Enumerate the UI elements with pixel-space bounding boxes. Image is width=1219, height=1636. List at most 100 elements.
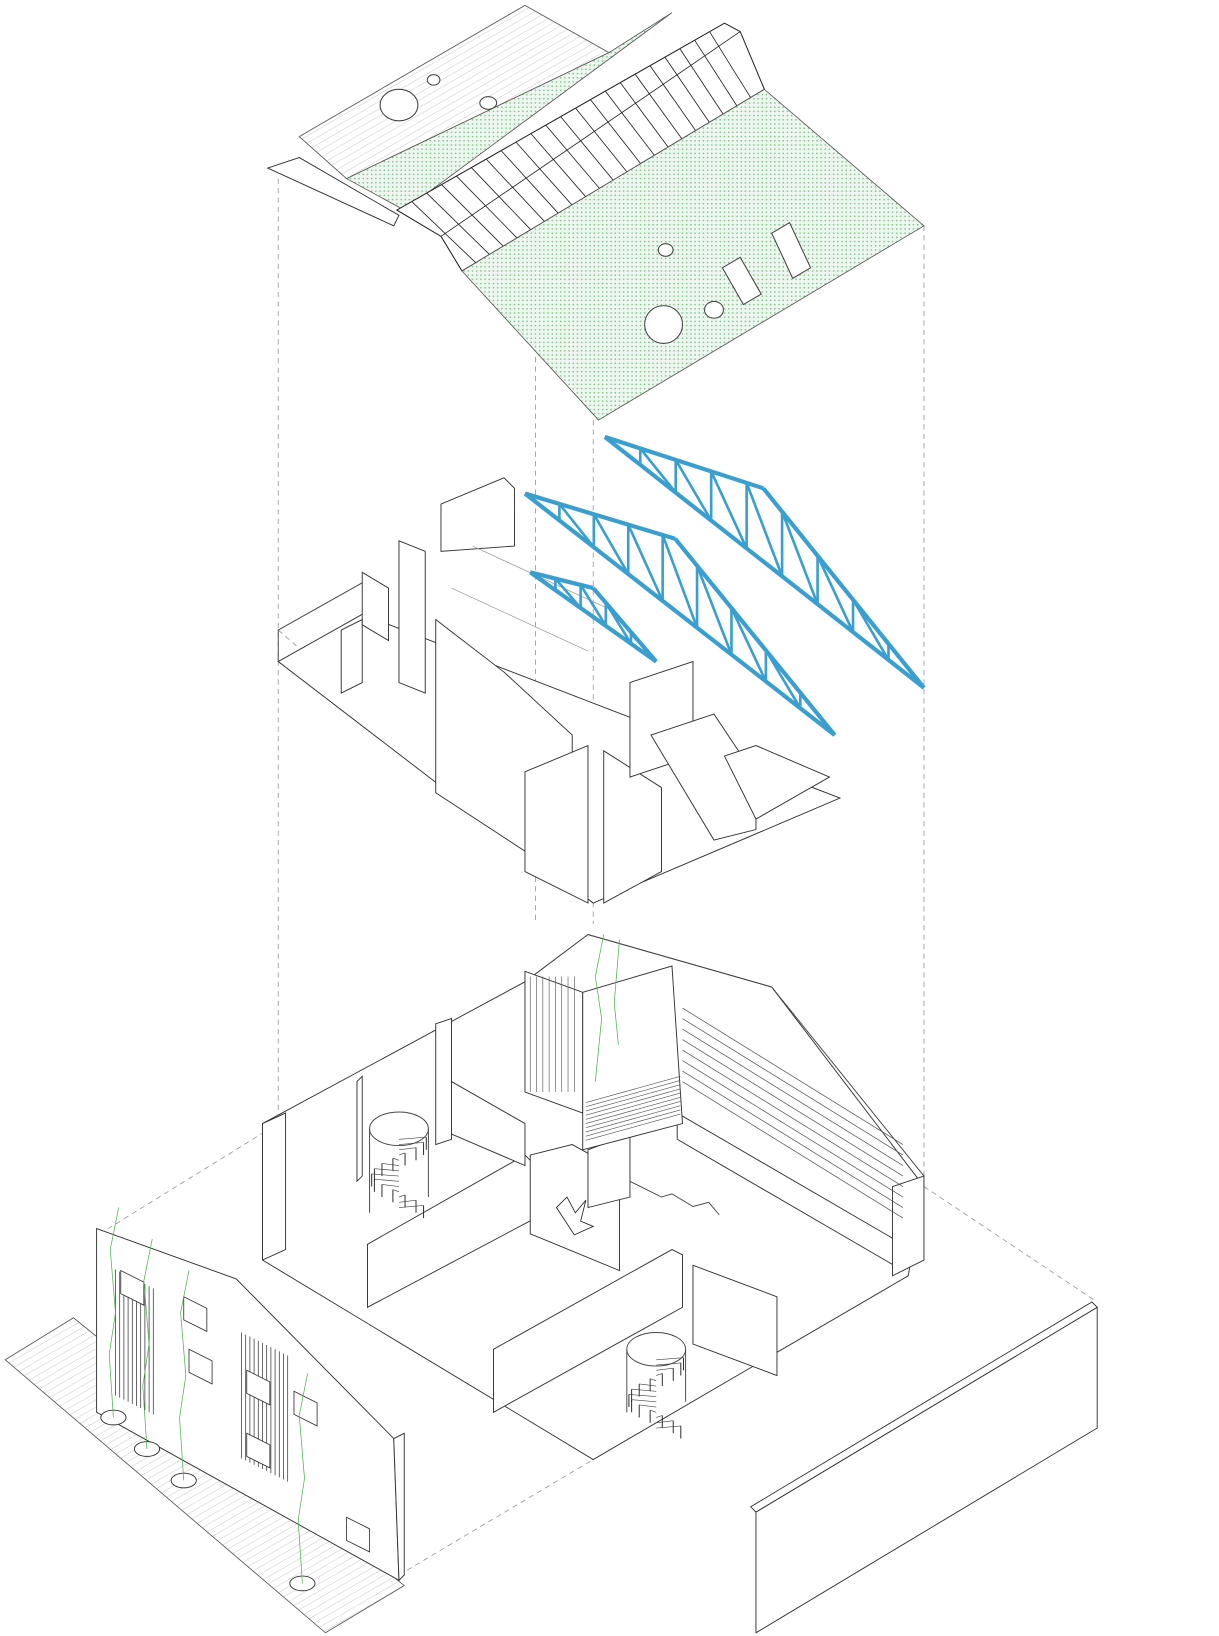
truss-diagonal [745,482,784,577]
green-roof-front [461,88,925,421]
shelf [682,1070,904,1208]
shelf [682,1049,904,1187]
skylight-rib [426,192,490,255]
tree-planters [100,1207,316,1592]
artwork [555,1196,595,1236]
stair-tread [656,1415,663,1418]
skylight-rib [456,175,518,239]
stair-tread [639,1383,657,1387]
stair-tread [650,1378,657,1382]
stair-tread [656,1367,674,1371]
truss-diagonal [558,503,595,549]
stair-flight [629,1180,720,1216]
roof-light-small [703,300,724,319]
wall [361,571,389,642]
wall [524,744,589,904]
upper-floor-layer [277,477,842,904]
truss-diagonal [730,607,768,682]
skylight-rib [590,99,641,164]
stair-tread [656,1357,684,1361]
truss-diagonal [604,602,633,645]
wall [340,618,363,694]
stair-tread [398,1199,417,1203]
skylight-rib [560,116,614,181]
floor-plank [585,1088,681,1116]
floor-plank [585,1105,681,1133]
wall [356,1075,363,1183]
stair-tread [398,1142,424,1145]
stair-tread [639,1404,657,1408]
wall [723,745,831,820]
truss-diagonal [695,565,733,656]
floor-plank [585,1092,681,1120]
floor-plank [585,1075,681,1103]
truss-diagonal [627,524,664,602]
floor-plank [585,1096,681,1124]
roof-window [721,256,762,306]
facade-layer [4,1207,405,1634]
wall [493,1248,683,1414]
plinth-top [749,1301,1098,1513]
truss-top-chord [761,486,926,690]
truss-diagonal [780,511,819,605]
skylight-rib [500,150,559,214]
truss [529,570,658,664]
wall-shelves [682,1007,904,1219]
wall [262,1112,287,1261]
shelf [682,1018,904,1156]
truss-top-chord [524,491,676,541]
truss-top-chord [604,434,764,491]
stair-tread [381,1184,400,1187]
stair-tread [650,1409,657,1413]
facade-side [393,1432,405,1582]
truss-diagonal [579,584,607,627]
stair-tread [374,1178,400,1182]
truss-diagonal [639,447,677,494]
skylight-rib [679,48,724,115]
facade-windows [120,1269,371,1553]
stair-tread [398,1194,406,1198]
skylight-rib [471,167,532,230]
floor-plank [585,1109,681,1137]
skylight-rib [664,56,710,123]
roof-gutter [266,157,400,227]
shelf [682,1039,904,1177]
truss-bottom-chord [529,570,658,664]
truss-top-chord [673,537,837,737]
green-roof-back [345,12,673,211]
skylight-rib [575,107,628,173]
truss [523,491,837,737]
tree [179,1270,190,1481]
window [246,1432,271,1469]
wall [440,477,515,552]
skylight-rib [485,158,545,222]
floor-plank [585,1101,681,1129]
truss-top-chord [591,586,658,663]
stair-tread [392,1157,400,1161]
ground-floor-layer [262,934,925,1461]
truss-diagonal [816,555,855,633]
wall [891,1175,925,1277]
stair-tread [392,1189,400,1193]
shelf [682,1007,904,1145]
plinth-front [755,1306,1098,1634]
skylight-ridge [440,31,741,237]
skylight-rib [694,39,738,107]
stair-tread [398,1205,424,1208]
bookshelf [692,1264,778,1377]
roof-light-small [479,96,498,110]
skylight-rib [619,82,669,148]
window [246,1369,271,1406]
truss-diagonal [554,577,582,609]
skylight-rib [530,133,587,197]
tree [142,1238,153,1450]
roof-trusses [523,434,926,737]
stair-tread [656,1362,681,1366]
truss-diagonal [851,599,890,661]
spiral-stair [369,1111,429,1219]
roof-light-large [644,305,683,344]
stair-tread [374,1168,400,1172]
skylight-rib [441,184,504,247]
site-plinth [749,1301,1098,1634]
